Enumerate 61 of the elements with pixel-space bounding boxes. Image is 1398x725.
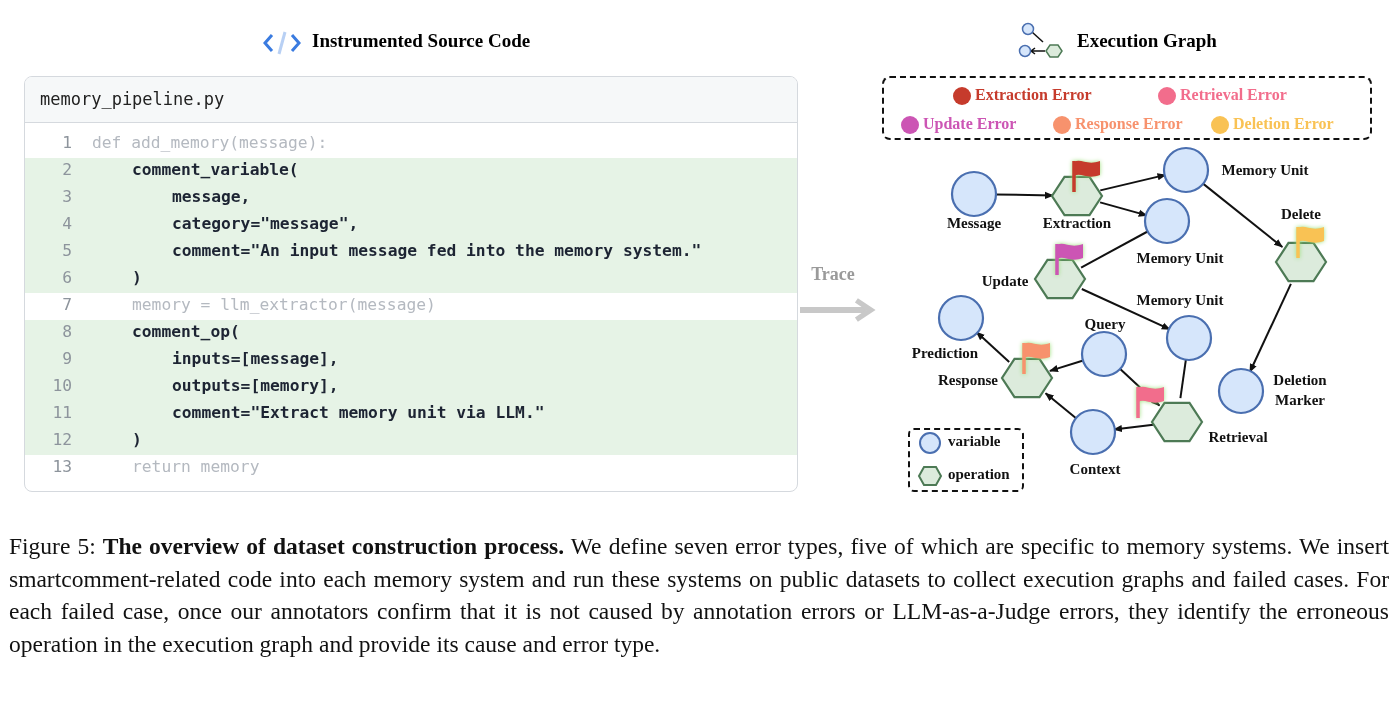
line-number: 4 <box>61 214 72 233</box>
node-label: Message <box>946 214 1002 232</box>
node-label: Prediction <box>911 344 979 362</box>
line-number: 10 <box>51 376 72 395</box>
code-line: comment="An input message fed into the memory system." <box>172 241 702 260</box>
code-line: ) <box>132 430 142 449</box>
code-line: def add_memory(message): <box>92 133 328 152</box>
line-number: 6 <box>61 268 72 287</box>
legend-label: variable <box>948 433 1001 450</box>
figure-caption: Figure 5: The overview of dataset construction process. We define seven error types, five of which are specific to memory systems. We insert smartcomment-related code into each memory system and run these systems on public datasets to collect execution graphs and failed cases. For each failed case, once our annotators confirm that it is not caused by annotation errors or LLM-as-a-Judge errors, they identify the erroneous operation in the execution graph and provide its cause and error type. <box>9 532 1389 659</box>
arrow <box>1044 392 1078 420</box>
line-number: 11 <box>51 403 72 422</box>
legend-label: operation <box>948 466 1010 483</box>
arrow <box>994 191 1054 199</box>
line-number: 8 <box>61 322 72 341</box>
code-line: inputs=[message], <box>172 349 339 368</box>
code-panel <box>24 76 798 492</box>
arrow <box>1099 173 1167 192</box>
code-line: memory = llm_extractor(message) <box>132 295 436 314</box>
node-label: Extraction <box>1042 214 1112 232</box>
line-number: 3 <box>61 187 72 206</box>
legend-label: Deletion Error <box>1233 115 1334 133</box>
code-line: ) <box>132 268 142 287</box>
node-label: Memory Unit <box>1136 249 1224 267</box>
line-number: 5 <box>61 241 72 260</box>
line-number: 1 <box>61 133 72 152</box>
arrow <box>1201 182 1284 248</box>
code-line: comment_variable( <box>132 160 299 179</box>
arrow <box>975 331 1011 363</box>
code-line: comment_op( <box>132 322 240 341</box>
code-line: message, <box>172 187 251 206</box>
node-label: Query <box>1084 315 1126 333</box>
node-label: Memory Unit <box>1221 161 1309 179</box>
node-label: Update <box>981 272 1029 290</box>
code-line: return memory <box>132 457 260 476</box>
code-line: outputs=[memory], <box>172 376 339 395</box>
arrow <box>800 297 874 323</box>
line-number: 2 <box>61 160 72 179</box>
arrow <box>1248 282 1292 373</box>
arrow <box>1099 201 1148 217</box>
line-number: 12 <box>51 430 72 449</box>
node-label: Context <box>1069 460 1121 478</box>
node-label: Response <box>938 371 998 389</box>
legend-label: Retrieval Error <box>1180 86 1287 104</box>
section-title: Execution Graph <box>1077 30 1217 52</box>
legend-label: Update Error <box>923 115 1017 133</box>
legend-label: Extraction Error <box>975 86 1092 104</box>
arrow <box>1080 288 1171 331</box>
node-label: Memory Unit <box>1136 291 1224 309</box>
line-number: 9 <box>61 349 72 368</box>
node-label: Retrieval <box>1208 428 1268 446</box>
section-title: Instrumented Source Code <box>312 30 531 52</box>
node-label: Delete <box>1281 205 1321 223</box>
legend-label: Response Error <box>1075 115 1183 133</box>
line-number: 13 <box>51 457 72 476</box>
code-line: comment="Extract memory unit via LLM." <box>172 403 545 422</box>
code-line: category="message", <box>172 214 359 233</box>
arrow <box>1048 359 1085 372</box>
node-label: Deletion Marker <box>1272 371 1328 410</box>
file-name: memory_pipeline.py <box>40 89 225 109</box>
line-number: 7 <box>61 295 72 314</box>
